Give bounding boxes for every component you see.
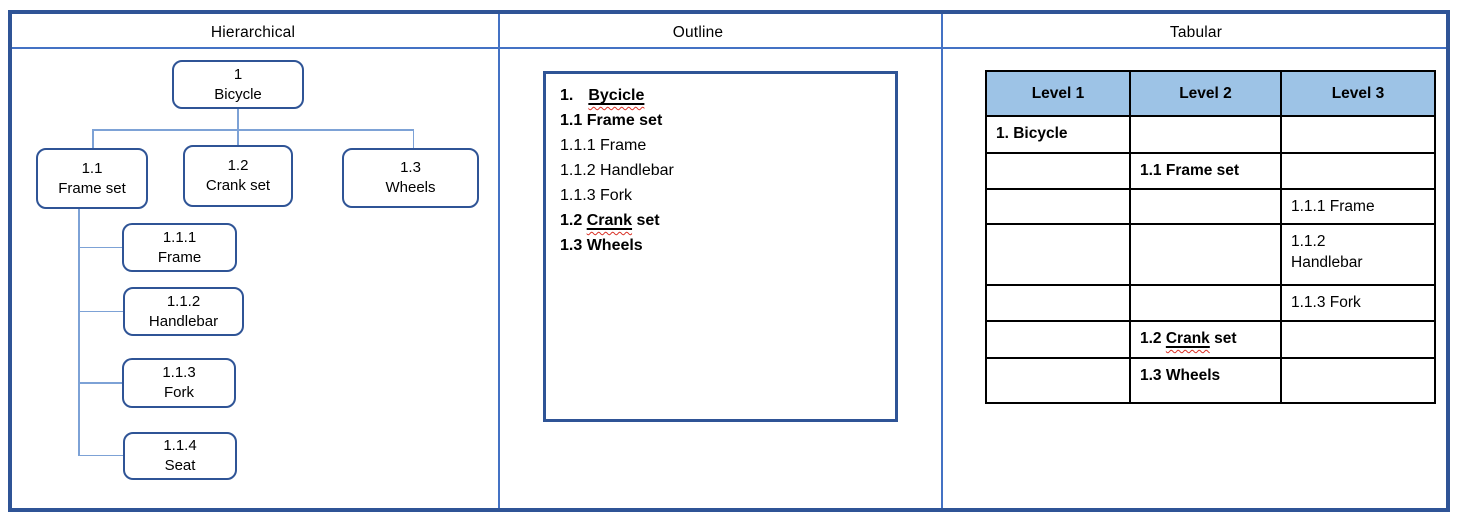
misspelled-word: Crank xyxy=(586,212,633,229)
table-row-bicycle: 1. Bicycle xyxy=(985,115,1436,154)
outline-item-bycicle: 1.Bycicle xyxy=(560,87,645,104)
cell-empty xyxy=(1129,115,1282,154)
cell-empty xyxy=(1129,188,1282,225)
cell-level3-fork: 1.1.3 Fork xyxy=(1280,284,1436,322)
tree-node-code: 1.3 xyxy=(400,159,421,176)
cell-empty xyxy=(985,357,1131,404)
outline-item-frame-set: 1.1 Frame set xyxy=(560,112,663,129)
cell-empty xyxy=(1280,115,1436,154)
tree-connector-stub-1-1 xyxy=(92,130,94,148)
tree-node-code: 1.2 xyxy=(227,157,249,174)
tree-node-label: Seat xyxy=(164,457,196,474)
cell-empty xyxy=(985,188,1131,225)
panel-title-tabular: Tabular xyxy=(1169,24,1223,41)
panel-divider-1 xyxy=(498,14,500,508)
tree-node-handlebar: 1.1.2 Handlebar xyxy=(123,287,244,336)
outline-item-crank-set: 1.2 Crank set xyxy=(560,212,660,229)
tree-node-code: 1.1.3 xyxy=(162,364,196,381)
cell-empty xyxy=(1129,223,1282,286)
tree-connector-trunk-frameset xyxy=(78,209,80,456)
table-row-frame: 1.1.1 Frame xyxy=(985,188,1436,225)
tree-node-frame: 1.1.1 Frame xyxy=(122,223,237,272)
tree-connector-stub-1-1-2 xyxy=(79,310,123,312)
tree-node-code: 1.1.4 xyxy=(163,437,197,454)
tree-node-crank-set: 1.2 Crank set xyxy=(183,145,293,207)
wbs-table: Level 1 Level 2 Level 3 1. Bicycle 1.1 F… xyxy=(985,70,1436,404)
misspelled-word: Crank xyxy=(1165,330,1210,347)
cell-empty xyxy=(1280,357,1436,404)
cell-empty xyxy=(985,223,1131,286)
tree-node-seat: 1.1.4 Seat xyxy=(123,432,237,480)
cell-empty xyxy=(985,284,1131,322)
tree-connector-stub-1-2 xyxy=(237,130,239,145)
outline-item-wheels: 1.3 Wheels xyxy=(560,237,643,254)
tree-node-fork: 1.1.3 Fork xyxy=(122,358,236,408)
cell-level3-handlebar: 1.1.2 Handlebar xyxy=(1280,223,1436,286)
tree-node-label: Crank set xyxy=(205,177,271,194)
cell-empty xyxy=(1280,320,1436,359)
tree-node-code: 1.1 xyxy=(81,159,103,177)
cell-level2-frame-set: 1.1 Frame set xyxy=(1129,152,1282,190)
cell-level2-wheels: 1.3 Wheels xyxy=(1129,357,1282,404)
cell-level2-crank-set: 1.2 Crank set xyxy=(1129,320,1282,359)
tree-connector-stub-1-1-1 xyxy=(79,246,122,248)
table-row-wheels: 1.3 Wheels xyxy=(985,357,1436,404)
outline-item-frame: 1.1.1 Frame xyxy=(560,137,647,154)
panel-title-outline: Outline xyxy=(672,24,724,41)
table-row-crank-set: 1.2 Crank set xyxy=(985,320,1436,359)
tree-node-wheels: 1.3 Wheels xyxy=(342,148,479,208)
header-level-2: Level 2 xyxy=(1129,70,1282,117)
tree-connector-root-down xyxy=(237,108,239,130)
tree-node-bicycle: 1 Bicycle xyxy=(172,60,304,109)
cell-empty xyxy=(985,152,1131,190)
outer-frame xyxy=(8,10,1450,512)
header-level-1: Level 1 xyxy=(985,70,1131,117)
title-row-divider xyxy=(12,47,1446,49)
tree-node-label: Wheels xyxy=(385,179,436,196)
panel-title-hierarchical: Hierarchical xyxy=(210,24,296,41)
header-level-3: Level 3 xyxy=(1280,70,1436,117)
misspelled-word: Bycicle xyxy=(588,87,645,104)
outline-item-fork: 1.1.3 Fork xyxy=(560,187,633,204)
table-header-row: Level 1 Level 2 Level 3 xyxy=(985,70,1436,117)
tree-node-code: 1 xyxy=(233,65,243,83)
tree-node-label: Fork xyxy=(164,384,194,401)
tree-node-label: Frame xyxy=(157,248,202,266)
cell-empty xyxy=(1280,152,1436,190)
tree-node-label: Bicycle xyxy=(214,85,262,103)
tree-node-label: Handlebar xyxy=(148,312,219,330)
tree-connector-horizontal xyxy=(92,129,414,131)
tree-connector-stub-1-1-3 xyxy=(79,382,122,384)
tree-connector-stub-1-1-4 xyxy=(79,454,123,456)
tree-node-code: 1.1.2 xyxy=(166,292,201,310)
table-row-frame-set: 1.1 Frame set xyxy=(985,152,1436,190)
panel-divider-2 xyxy=(941,14,943,508)
table-row-fork: 1.1.3 Fork xyxy=(985,284,1436,322)
cell-level3-frame: 1.1.1 Frame xyxy=(1280,188,1436,225)
tree-connector-stub-1-3 xyxy=(412,130,414,148)
tree-node-frame-set: 1.1 Frame set xyxy=(36,148,148,209)
cell-empty xyxy=(985,320,1131,359)
outline-box: 1.Bycicle 1.1 Frame set 1.1.1 Frame 1.1.… xyxy=(543,71,898,422)
tree-node-label: Frame set xyxy=(58,179,126,197)
cell-level1-bicycle: 1. Bicycle xyxy=(985,115,1131,154)
cell-empty xyxy=(1129,284,1282,322)
outline-item-handlebar: 1.1.2 Handlebar xyxy=(560,162,674,179)
table-row-handlebar: 1.1.2 Handlebar xyxy=(985,223,1436,286)
tree-node-code: 1.1.1 xyxy=(162,228,197,246)
